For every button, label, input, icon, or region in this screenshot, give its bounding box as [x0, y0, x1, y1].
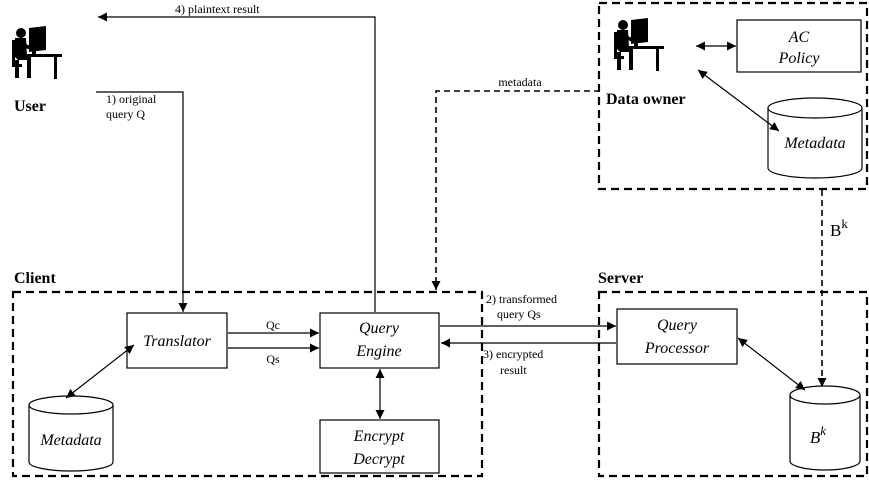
- query-engine-label-line2: Engine: [355, 343, 401, 360]
- data-owner-region: [597, 1, 869, 191]
- user-label: User: [14, 98, 46, 115]
- original-query-label-line1: 1) original: [106, 92, 157, 106]
- plaintext-result-arrow: [98, 12, 376, 312]
- ac-policy-box: [736, 19, 862, 73]
- encrypt-decrypt-box: [319, 419, 440, 474]
- data-owner-label: Data owner: [606, 91, 686, 108]
- owner-metadata-arrow: [697, 69, 780, 132]
- processor-db-arrow: [737, 337, 806, 391]
- ac-policy-label-line1: AC: [788, 29, 810, 46]
- plaintext-result-label: 4) plaintext result: [175, 2, 260, 16]
- bk-transfer-label: Bk: [830, 216, 848, 240]
- transformed-query-label-line1: 2) transformed: [486, 292, 557, 306]
- server-db-label: Bk: [810, 423, 826, 447]
- original-query-label-line2: query Q: [106, 107, 145, 121]
- client-region: [11, 290, 484, 478]
- owner-metadata-label: Metadata: [783, 135, 845, 152]
- translator-box: [126, 312, 228, 369]
- encrypted-result-label-line2: result: [500, 363, 527, 377]
- transformed-query-label-line2: query Qs: [497, 307, 541, 321]
- qs-label: Qs: [266, 352, 280, 366]
- client-metadata-label: Metadata: [39, 432, 101, 449]
- owner-metadata-cylinder: [767, 97, 863, 179]
- qc-label: Qc: [266, 318, 280, 332]
- encrypt-label: Encrypt: [353, 428, 405, 445]
- decrypt-label: Decrypt: [352, 451, 405, 468]
- ac-policy-label-line2: Policy: [778, 50, 821, 67]
- query-processor-label-line2: Processor: [644, 340, 710, 357]
- query-processor-label-line1: Query: [657, 317, 698, 334]
- query-engine-label-line1: Query: [359, 320, 400, 337]
- metadata-arrow: [431, 90, 600, 290]
- data-owner-icon: [614, 18, 664, 71]
- original-query-arrow: [96, 91, 188, 312]
- client-label: Client: [14, 270, 56, 287]
- query-engine-box: [319, 312, 440, 369]
- metadata-flow-label: metadata: [498, 75, 542, 89]
- server-database-cylinder: [789, 385, 861, 471]
- encrypted-result-label-line1: 3) encrypted: [483, 347, 543, 361]
- user-icon: [12, 26, 62, 79]
- server-region: [597, 290, 869, 478]
- client-metadata-cylinder: [28, 395, 114, 472]
- server-label: Server: [598, 270, 643, 287]
- query-processor-box: [616, 308, 738, 365]
- translator-label: Translator: [143, 333, 211, 350]
- translator-metadata-arrow: [65, 344, 135, 399]
